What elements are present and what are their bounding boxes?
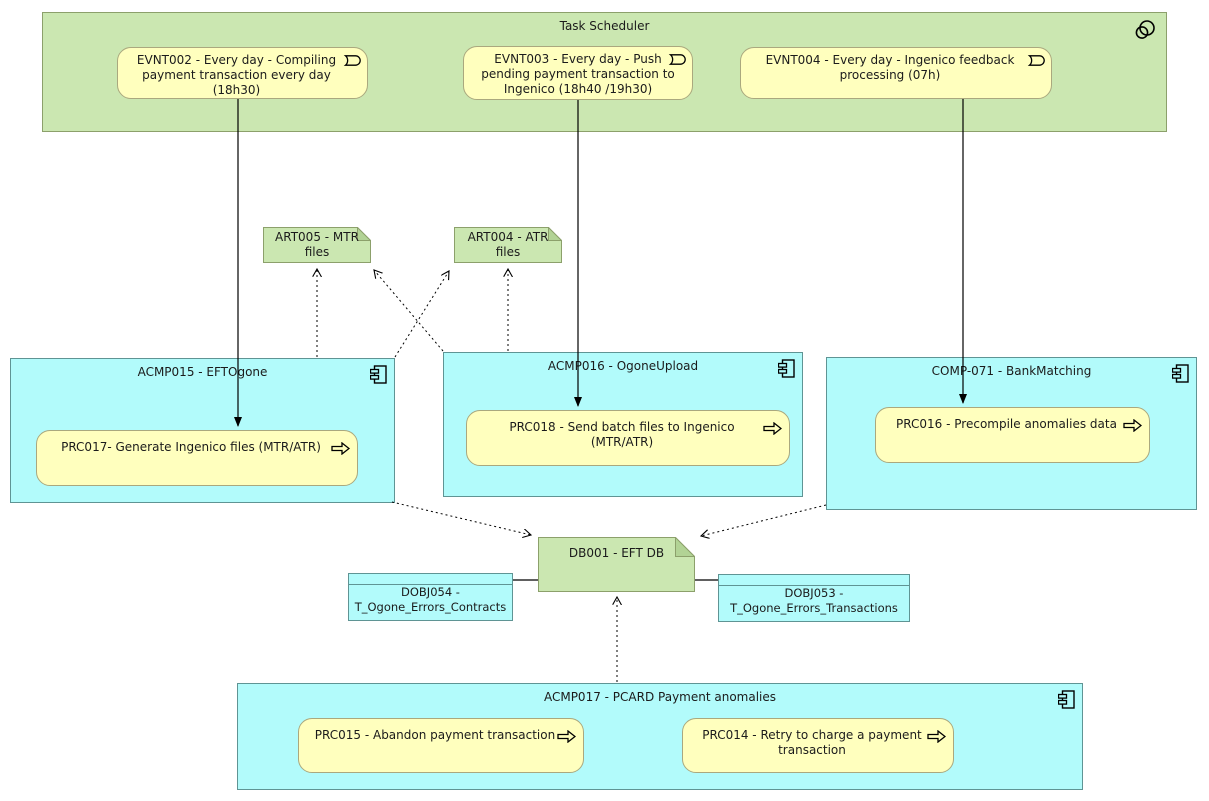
data-object-label: DOBJ053 - T_Ogone_Errors_Transactions bbox=[730, 586, 898, 615]
process-label: PRC014 - Retry to charge a payment trans… bbox=[702, 728, 922, 757]
component-icon bbox=[1057, 690, 1075, 709]
artifact-db001-eft-db[interactable]: DB001 - EFT DB bbox=[538, 536, 696, 592]
process-arrow-icon bbox=[1123, 418, 1143, 433]
event-label: EVNT003 - Every day - Push pending payme… bbox=[481, 52, 675, 96]
process-prc015[interactable]: PRC015 - Abandon payment transaction bbox=[298, 718, 584, 773]
artifact-label: ART005 - MTR files bbox=[275, 230, 359, 259]
artifact-art005-mtr-files[interactable]: ART005 - MTR files bbox=[263, 226, 372, 263]
artifact-label: ART004 - ATR files bbox=[467, 230, 549, 259]
component-title: ACMP015 - EFTOgone bbox=[137, 365, 268, 379]
group-title: Task Scheduler bbox=[559, 19, 650, 33]
process-label: PRC015 - Abandon payment transaction bbox=[314, 728, 556, 742]
event-label: EVNT004 - Every day - Ingenico feedback … bbox=[765, 53, 1015, 82]
artifact-label: DB001 - EFT DB bbox=[568, 546, 665, 560]
process-label: PRC016 - Precompile anomalies data bbox=[896, 417, 1117, 431]
process-arrow-icon bbox=[927, 729, 947, 744]
component-title: COMP-071 - BankMatching bbox=[931, 364, 1092, 378]
component-title: ACMP017 - PCARD Payment anomalies bbox=[543, 690, 777, 704]
artifact-art004-atr-files[interactable]: ART004 - ATR files bbox=[454, 226, 563, 263]
event-evnt003[interactable]: EVNT003 - Every day - Push pending payme… bbox=[463, 46, 693, 100]
node-circles-icon bbox=[1132, 18, 1158, 44]
process-arrow-icon bbox=[331, 441, 351, 456]
process-label: PRC018 - Send batch files to Ingenico (M… bbox=[509, 420, 735, 449]
connector-acmp015-art004[interactable] bbox=[394, 271, 449, 358]
event-label: EVNT002 - Every day - Compiling payment … bbox=[136, 53, 337, 97]
process-arrow-icon bbox=[557, 729, 577, 744]
artifact-shape-icon bbox=[263, 226, 372, 263]
process-prc014[interactable]: PRC014 - Retry to charge a payment trans… bbox=[682, 718, 954, 773]
process-prc017[interactable]: PRC017- Generate Ingenico files (MTR/ATR… bbox=[36, 430, 358, 486]
process-prc016[interactable]: PRC016 - Precompile anomalies data bbox=[875, 407, 1150, 463]
data-object-band bbox=[349, 574, 512, 585]
artifact-shape-icon bbox=[538, 536, 696, 592]
connector-acmp015-db001[interactable] bbox=[391, 501, 531, 535]
process-prc018[interactable]: PRC018 - Send batch files to Ingenico (M… bbox=[466, 410, 790, 466]
event-evnt004[interactable]: EVNT004 - Every day - Ingenico feedback … bbox=[740, 47, 1052, 99]
component-icon bbox=[1171, 364, 1189, 383]
component-title: ACMP016 - OgoneUpload bbox=[547, 359, 699, 373]
connector-acmp016-art005[interactable] bbox=[374, 270, 444, 352]
process-arrow-icon bbox=[763, 421, 783, 436]
data-object-label: DOBJ054 - T_Ogone_Errors_Contracts bbox=[354, 585, 507, 614]
event-icon bbox=[668, 54, 686, 65]
data-object-dobj053[interactable]: DOBJ053 - T_Ogone_Errors_Transactions bbox=[718, 574, 910, 622]
data-object-band bbox=[719, 575, 909, 586]
artifact-shape-icon bbox=[454, 226, 563, 263]
component-icon bbox=[777, 359, 795, 378]
event-icon bbox=[1027, 55, 1045, 66]
event-evnt002[interactable]: EVNT002 - Every day - Compiling payment … bbox=[117, 47, 368, 99]
event-icon bbox=[343, 55, 361, 66]
data-object-dobj054[interactable]: DOBJ054 - T_Ogone_Errors_Contracts bbox=[348, 573, 513, 621]
component-icon bbox=[369, 365, 387, 384]
process-label: PRC017- Generate Ingenico files (MTR/ATR… bbox=[61, 440, 321, 454]
connector-comp071-db001[interactable] bbox=[701, 504, 827, 536]
